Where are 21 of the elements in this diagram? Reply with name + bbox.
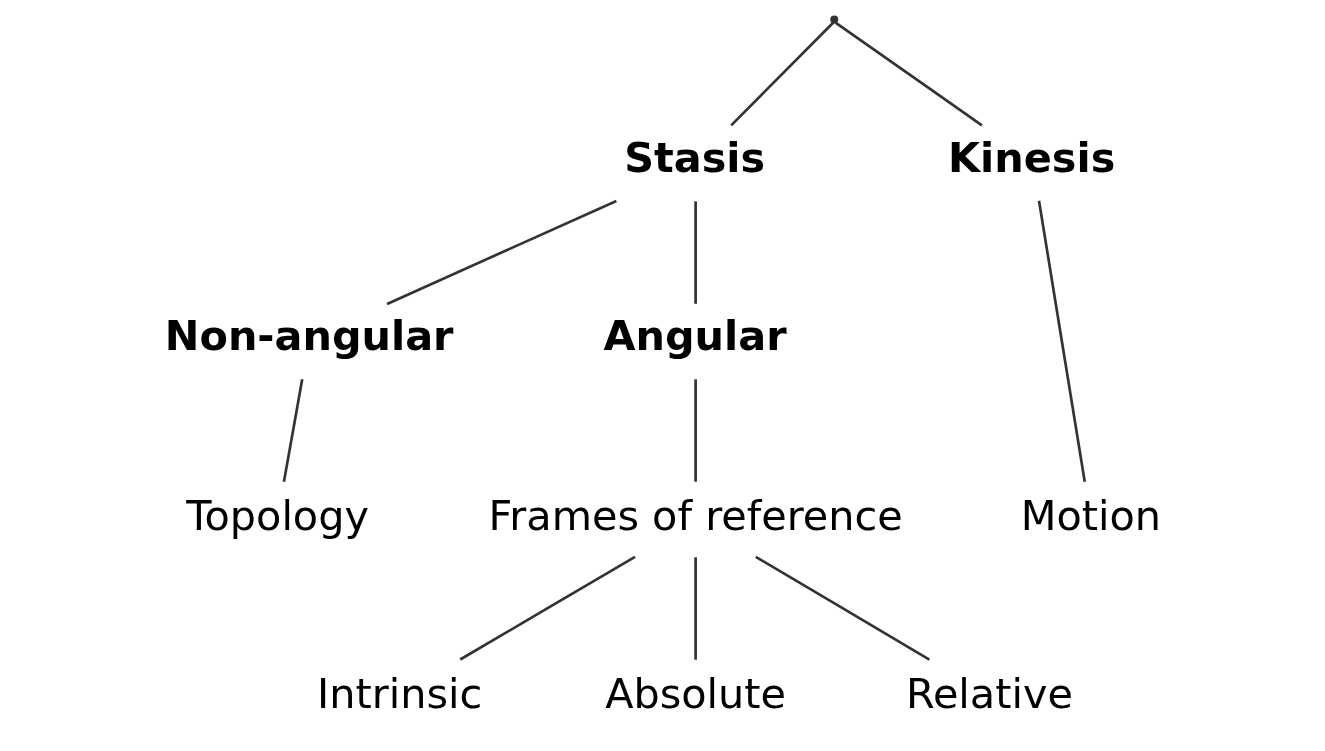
connector [834,21,983,127]
node-text: Non-angular [164,311,454,360]
connector [1037,200,1087,482]
node-text: Motion [1020,491,1161,540]
connector [730,21,835,127]
node-text: Frames of reference [488,491,903,540]
node-text: Angular [603,311,787,360]
connector [694,557,697,660]
connector [694,379,697,482]
connector [459,555,636,661]
node-text: Absolute [605,669,787,718]
connector [694,201,697,304]
node-text: Intrinsic [317,669,483,718]
connector [282,379,304,482]
node-text: Kinesis [948,133,1116,182]
connector [755,555,931,661]
node-point [830,15,839,24]
node-text: Relative [906,669,1073,718]
connector [386,199,617,306]
node-text: Stasis [624,133,766,182]
node-text: Topology [186,491,369,540]
